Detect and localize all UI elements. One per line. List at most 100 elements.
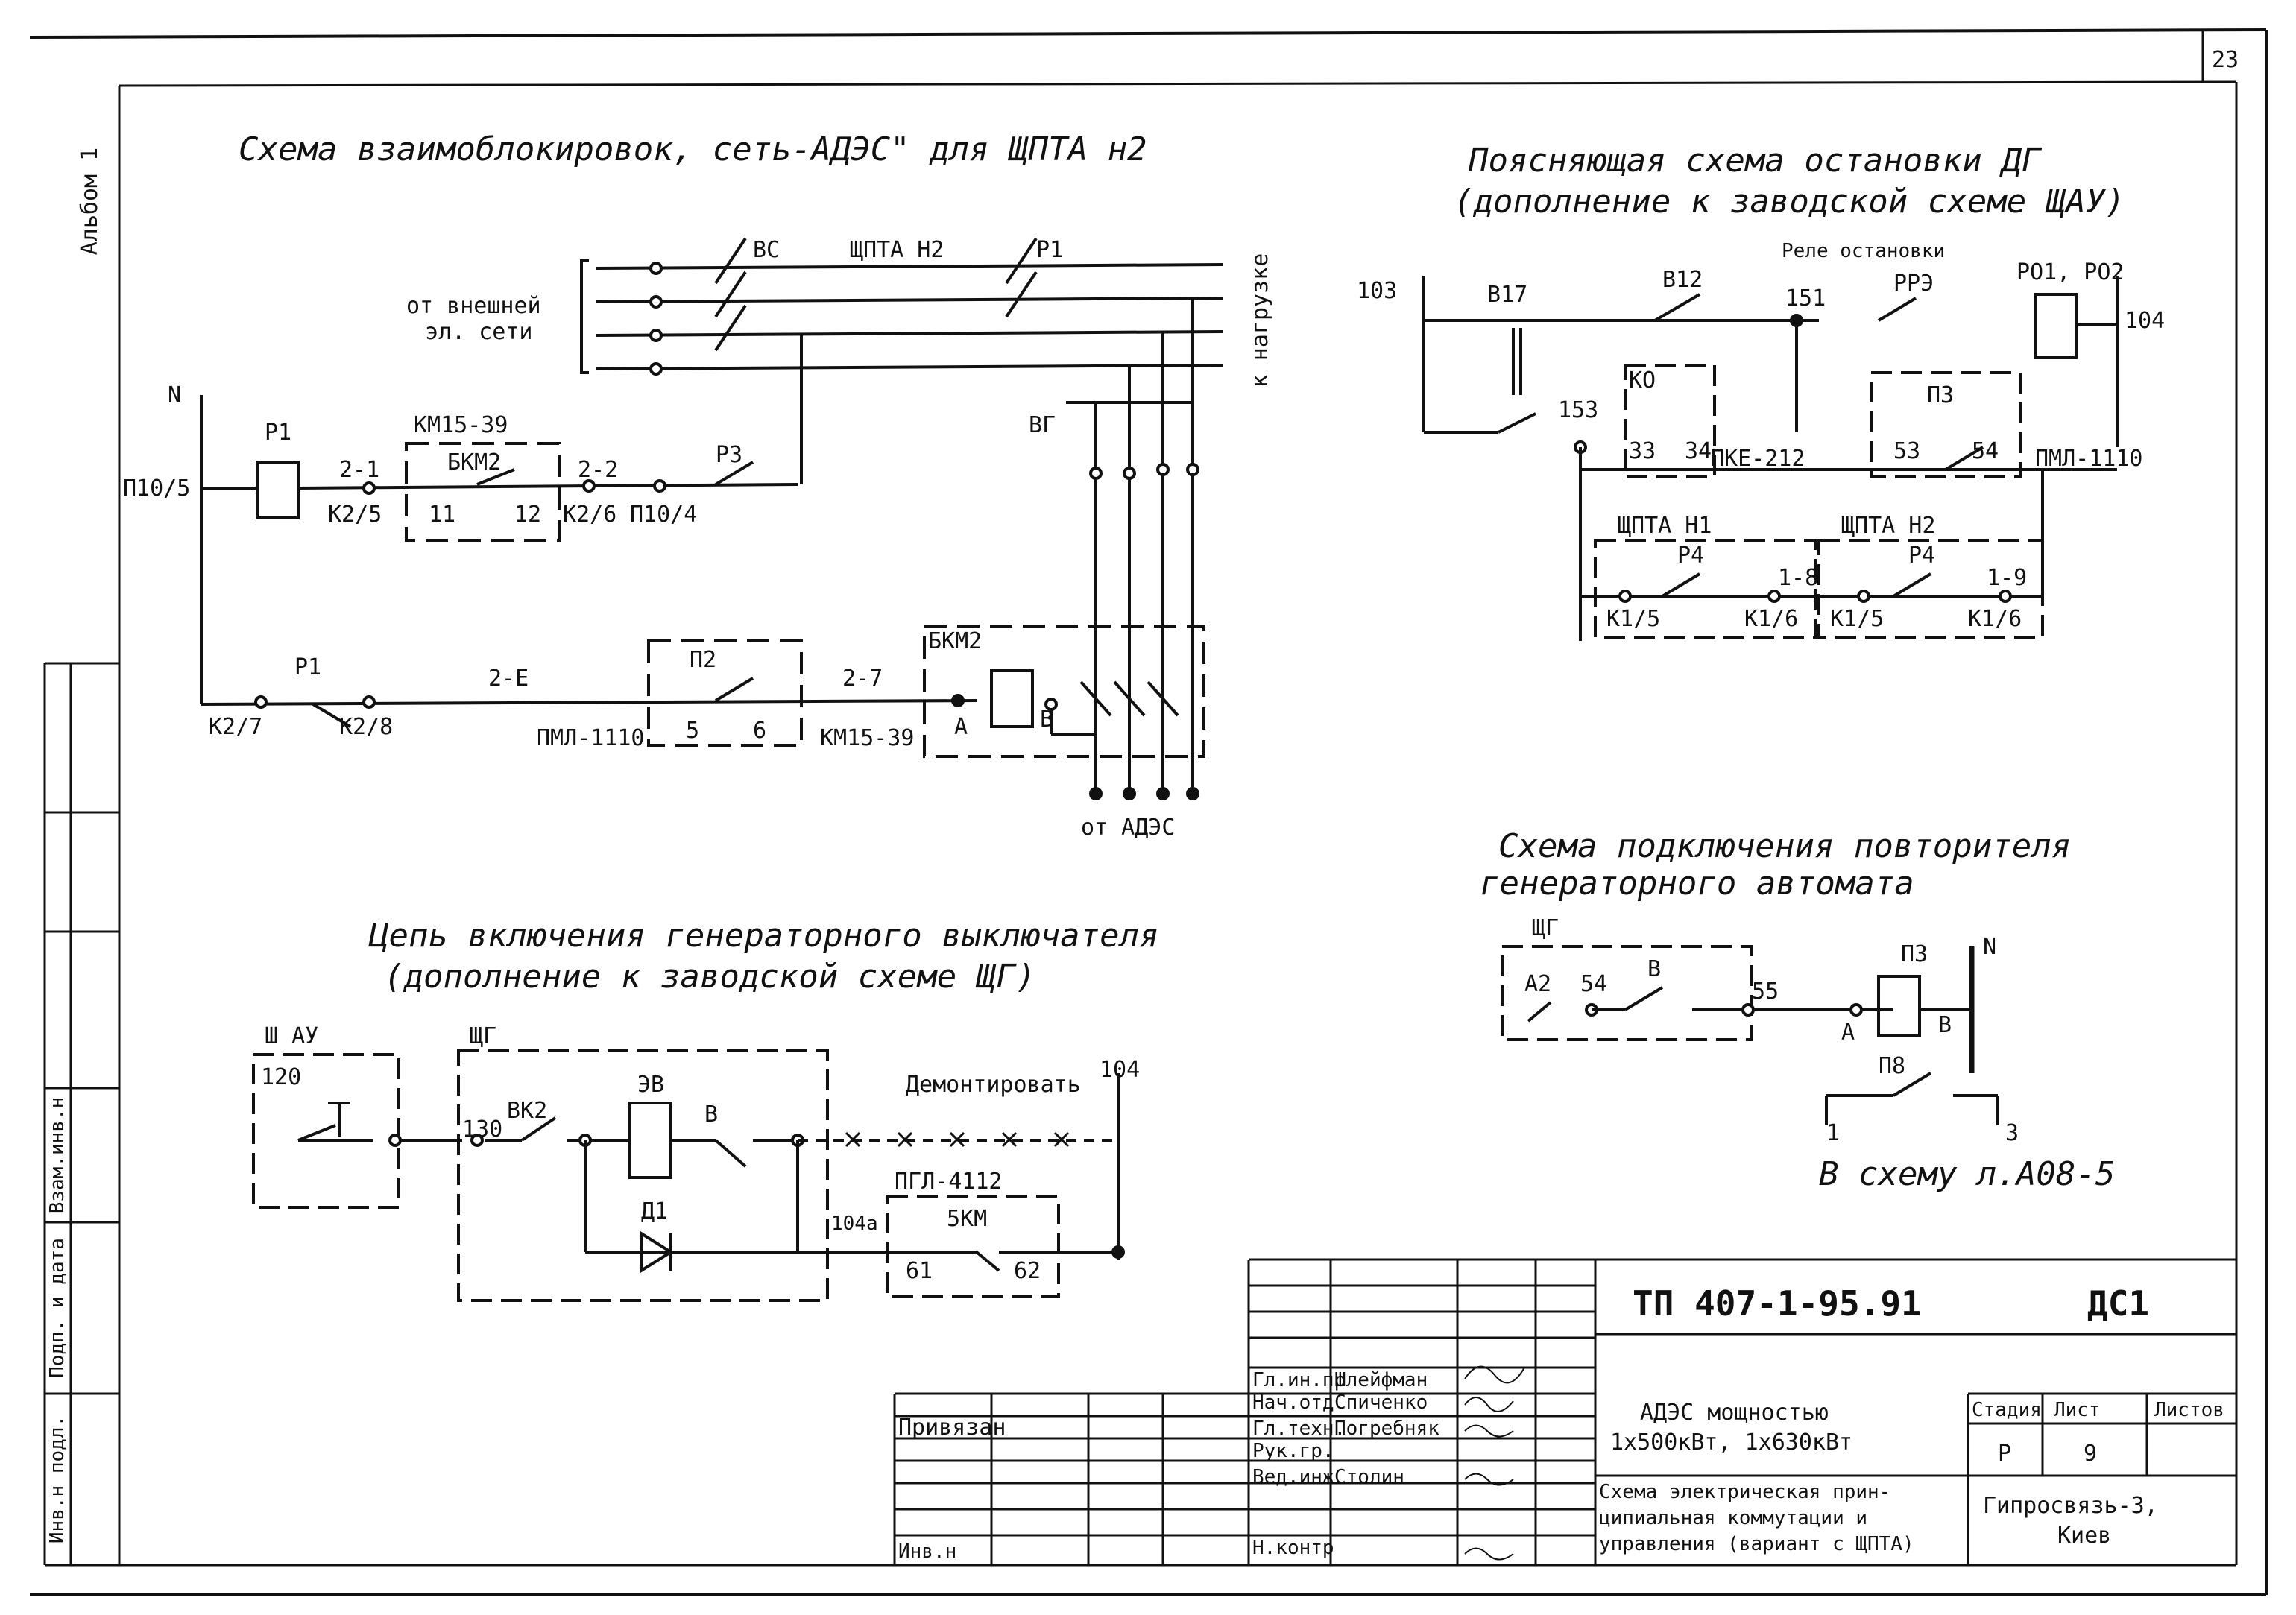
p4b-label: Р4 — [1908, 543, 1935, 569]
shg4-label: ЩГ — [470, 1023, 496, 1049]
pgl-label: ПГЛ-4112 — [895, 1169, 1003, 1195]
prp-label: РРЭ — [1893, 271, 1934, 297]
adesc-label: от АДЭС — [1081, 815, 1175, 841]
album-label: Альбом 1 — [77, 148, 103, 256]
p8-coil — [1877, 975, 1921, 1037]
org-line-1: Гипросвязь-3, — [1983, 1493, 2158, 1519]
name-0: Шлейфман — [1334, 1369, 1428, 1391]
a-label: А — [954, 714, 968, 740]
diode-d1 — [640, 1230, 674, 1274]
sheet-header: Лист — [2054, 1399, 2101, 1421]
shpta2-label: ЩПТА Н2 — [850, 237, 944, 263]
doc-code: ТП 407-1-95.91 — [1633, 1283, 1922, 1324]
a2-label: А2 — [1524, 971, 1551, 997]
ko-label: КО — [1629, 367, 1656, 394]
n103-label: 103 — [1357, 278, 1397, 304]
c1-label: 1 — [1826, 1120, 1840, 1146]
n151-label: 151 — [1785, 285, 1826, 312]
drawing-line-2: ципиальная коммутации и — [1599, 1507, 1867, 1529]
bkm2b-label: БКМ2 — [928, 628, 982, 654]
dg-title-1: Поясняющая схема остановки ДГ — [1468, 142, 2043, 180]
name-4: Столин — [1334, 1466, 1404, 1488]
k15b-label: К1/5 — [1830, 606, 1884, 632]
a3-label: А — [1841, 1020, 1855, 1046]
sheets-header: Листов — [2154, 1399, 2224, 1421]
org-line-2: Киев — [2057, 1523, 2111, 1549]
relay-p1-coil — [256, 461, 300, 519]
vk2-label: ВК2 — [507, 1098, 547, 1124]
b3-label: В — [1647, 956, 1661, 982]
role-1: Нач.отд — [1252, 1391, 1334, 1414]
stage-value: Р — [1998, 1441, 2011, 1467]
k28-label: К2/8 — [339, 714, 393, 740]
demont-label: Демонтировать — [906, 1072, 1081, 1098]
c33-label: 33 — [1629, 438, 1656, 464]
k16b-label: К1/6 — [1968, 606, 2022, 632]
bkm-box — [886, 1195, 1060, 1298]
k15a-label: К1/5 — [1606, 606, 1660, 632]
bkm-label: 5КМ — [947, 1206, 987, 1232]
bkm2-label: БКМ2 — [447, 449, 501, 475]
p2-box — [647, 639, 803, 747]
c11-label: 11 — [429, 502, 455, 528]
relay-label: Реле остановки — [1782, 240, 1945, 262]
km2-label: КМ15-39 — [820, 725, 914, 751]
cut-marks — [845, 1131, 1070, 1148]
shpta1-label: ЩПТА Н1 — [1618, 513, 1712, 539]
p4a-label: Р4 — [1677, 543, 1704, 569]
side-field-repl: Взам.инв.н — [46, 1097, 69, 1214]
c53-label: 53 — [1893, 438, 1920, 464]
interlock-diagram: Схема взаимоблокировок, сеть-АДЭС" для Щ… — [123, 130, 1273, 841]
role-2: Гл.техн. — [1252, 1418, 1346, 1440]
shpta1-box — [1594, 539, 1817, 639]
sheet-value: 9 — [2084, 1441, 2097, 1467]
eb-label: ЭВ — [637, 1072, 664, 1098]
c6-label: 6 — [753, 718, 766, 744]
k16a-label: К1/6 — [1744, 606, 1798, 632]
c12-label: 12 — [514, 502, 541, 528]
c3-label: 3 — [2005, 1120, 2019, 1146]
w27-label: 2-7 — [842, 666, 883, 692]
c55-label: 55 — [1752, 979, 1779, 1005]
bus-lines — [596, 237, 1223, 376]
bkm2-coil — [990, 669, 1034, 728]
role-0: Гл.ин.пр — [1252, 1369, 1346, 1391]
vs-label: ВС — [753, 237, 780, 263]
shau-box — [252, 1053, 400, 1209]
role-4: Вед.инж — [1252, 1466, 1334, 1488]
repeater-title-1: Схема подключения повторителя — [1498, 827, 2071, 865]
ref-label: В схему л.А08-5 — [1819, 1155, 2115, 1193]
w21-label: 2-1 — [339, 457, 379, 483]
shg3-label: ЩГ — [1532, 915, 1559, 941]
eb-coil — [628, 1102, 672, 1179]
pb2-label: П8 — [1879, 1053, 1905, 1079]
c120-label: 120 — [261, 1064, 301, 1090]
n153-label: 153 — [1558, 397, 1598, 423]
w26-label: 2-Е — [488, 666, 529, 692]
vg-label: ВГ — [1029, 412, 1056, 438]
k27-label: К2/7 — [209, 714, 262, 740]
side-field-inv: Инв.н подл. — [46, 1415, 69, 1543]
breaker-title-2: (дополнение к заводской схеме ЩГ) — [384, 958, 1035, 996]
p3-label: П3 — [1927, 382, 1954, 408]
b17-label: В17 — [1487, 282, 1527, 308]
inv-label: Инв.н — [898, 1540, 956, 1563]
d1-label: Д1 — [641, 1198, 668, 1224]
dg-title-2: (дополнение к заводской схеме ЩАУ) — [1454, 183, 2125, 221]
project-line-2: 1x500кВт, 1x630кВт — [1610, 1429, 1852, 1456]
external-source-label-2: эл. сети — [425, 319, 533, 345]
n3-label: N — [1983, 934, 1996, 960]
n-label: N — [168, 382, 181, 408]
p1-label: Р1 — [265, 420, 291, 446]
w18-label: 1-8 — [1778, 565, 1818, 591]
c62-label: 62 — [1014, 1258, 1041, 1284]
c54b-label: 54 — [1580, 971, 1607, 997]
drawing-line-1: Схема электрическая прин- — [1599, 1481, 1890, 1503]
p1b-label: Р1 — [294, 654, 321, 680]
signatures — [1464, 1365, 1547, 1561]
k26-label: К2/6 — [563, 502, 616, 528]
pml-label: ПМЛ-1110 — [537, 725, 645, 751]
p3-label: Р3 — [716, 442, 742, 468]
p1-top-label: Р1 — [1036, 237, 1063, 263]
